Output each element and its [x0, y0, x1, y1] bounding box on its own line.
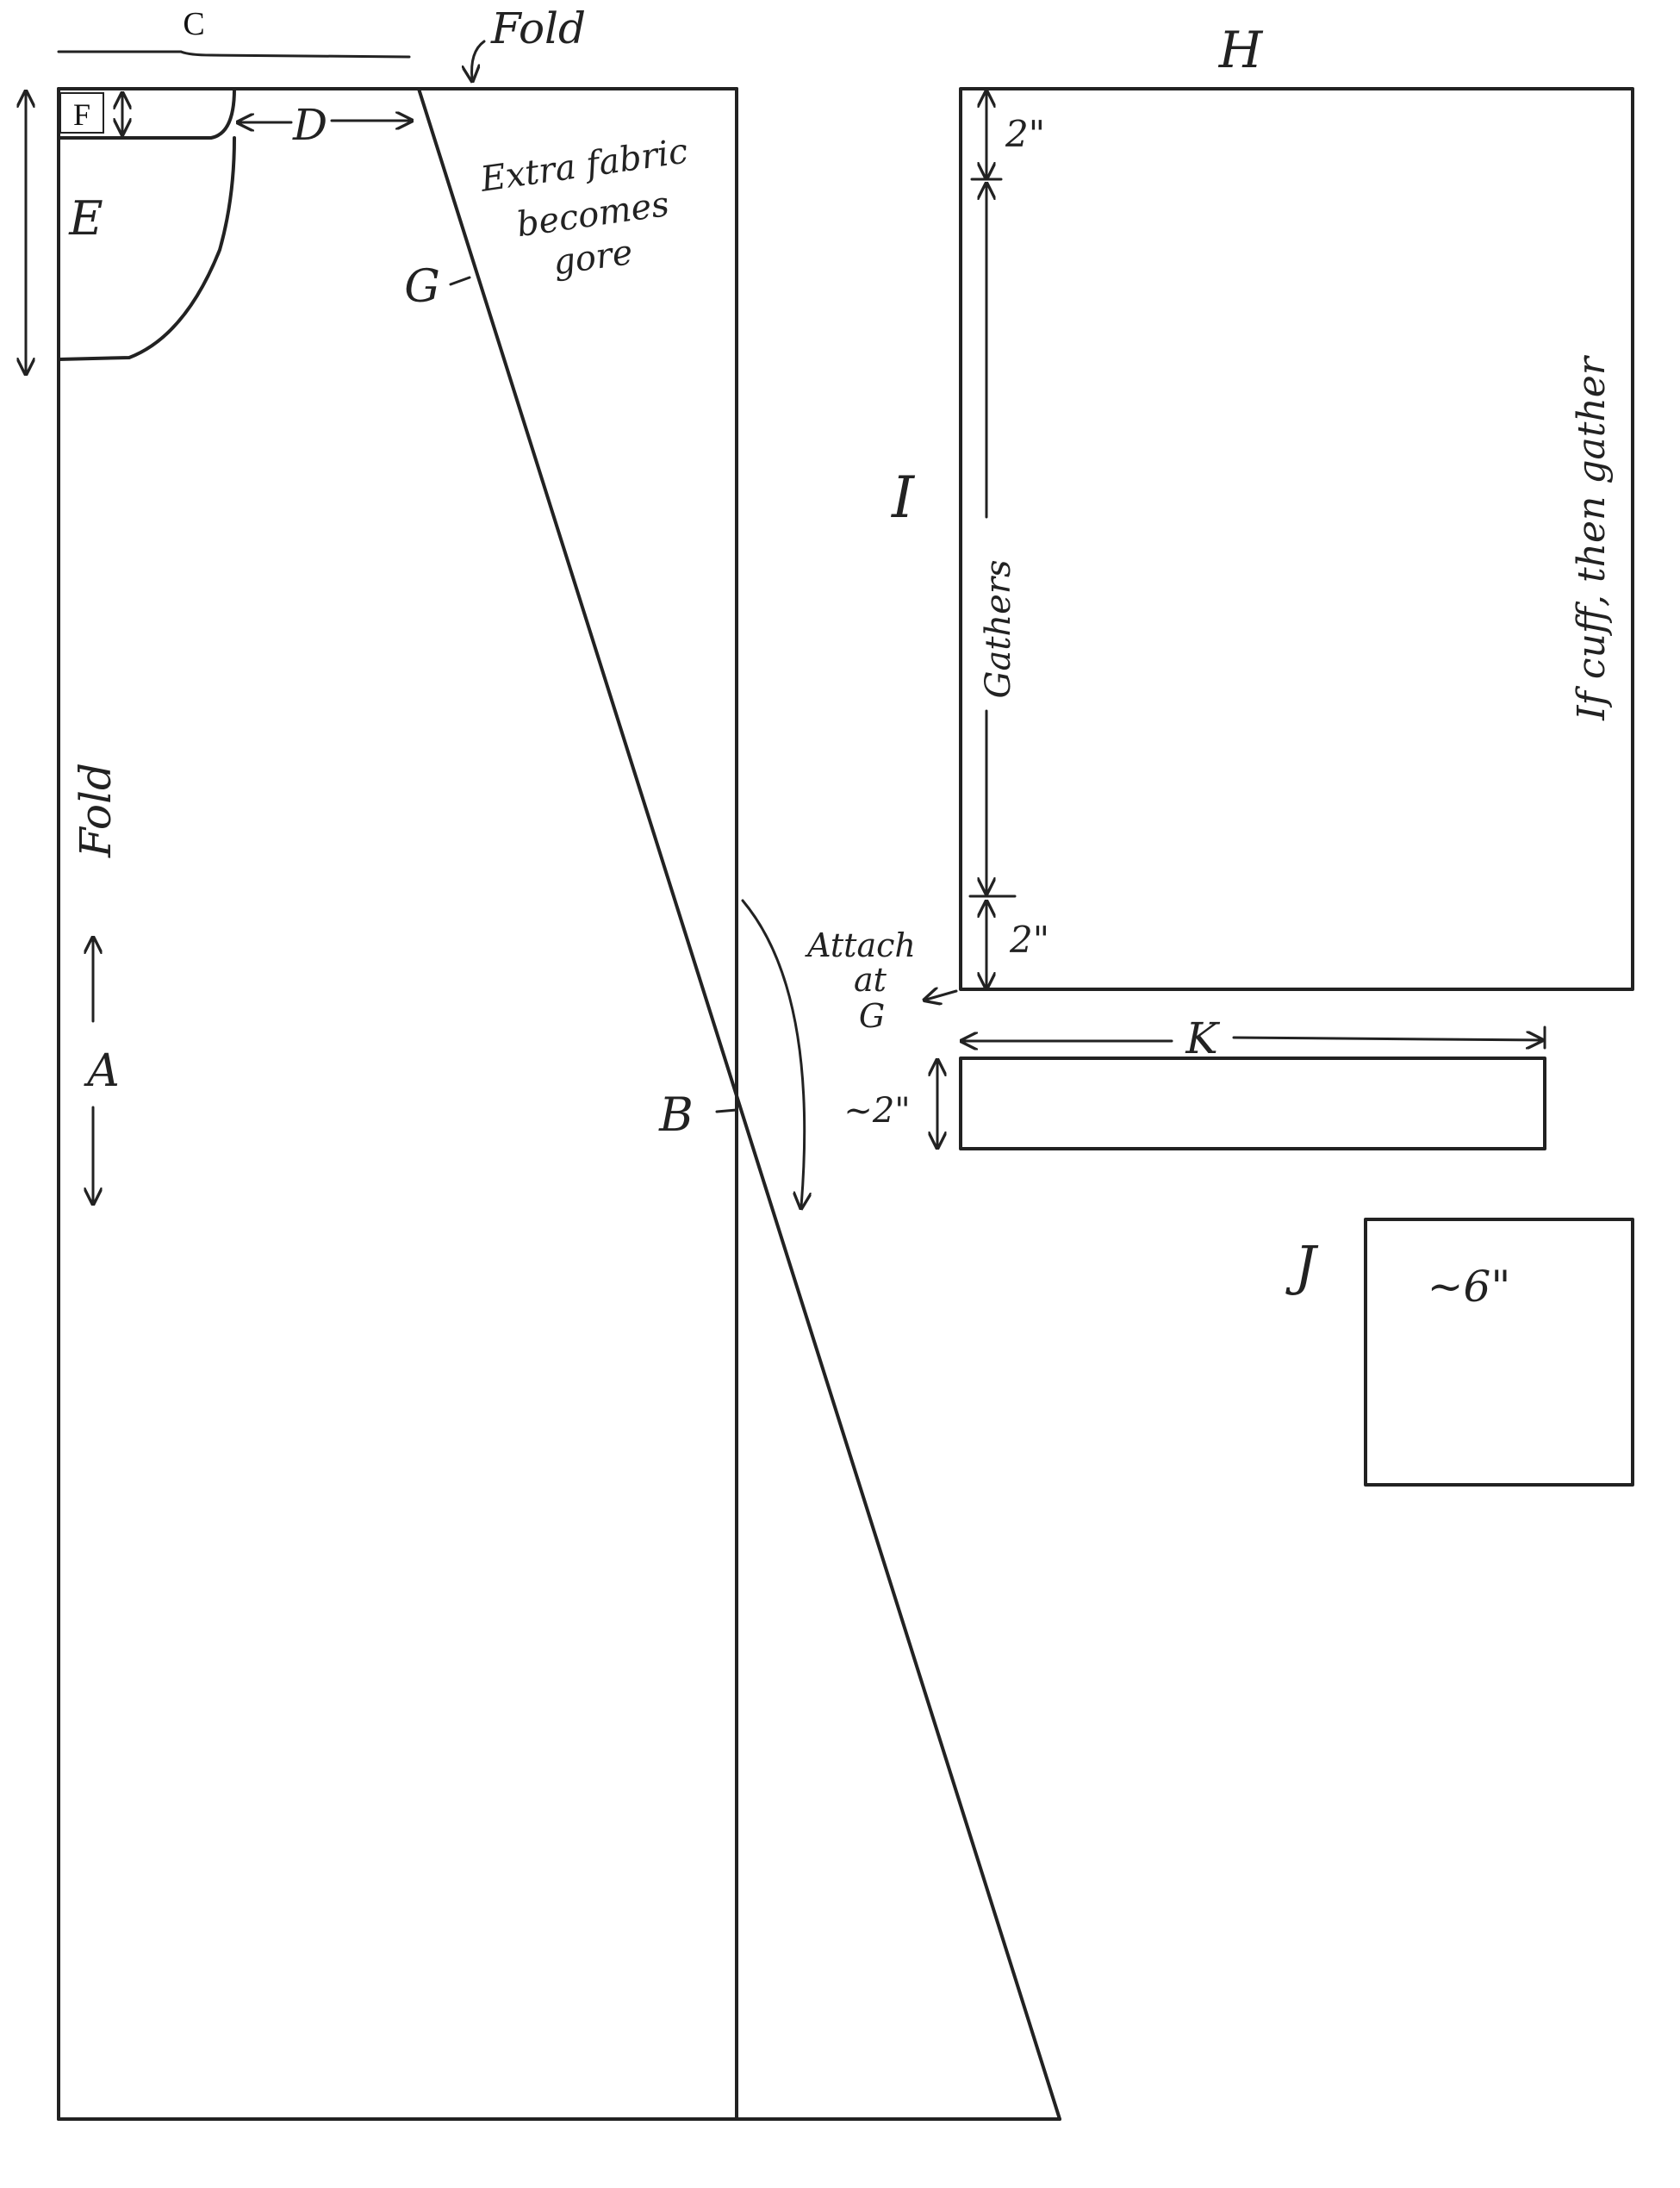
label-h: H	[1218, 21, 1264, 79]
label-fold-top: Fold	[490, 3, 586, 53]
attach-note: Attach at G	[805, 926, 958, 1035]
label-fold-side: Fold	[71, 763, 121, 858]
b-marker: B	[658, 1088, 738, 1142]
label-cuff-gather: If cuff, then gather	[1570, 354, 1614, 721]
gusset-rect	[1364, 1218, 1634, 1487]
label-f: F	[73, 97, 90, 132]
attach-curve-arrow	[741, 899, 805, 1206]
label-extra-2: becomes	[514, 184, 672, 245]
label-c: C	[183, 6, 204, 42]
cuff-rect	[959, 1057, 1546, 1150]
label-two-inch-top: 2"	[1005, 113, 1045, 155]
label-a: A	[84, 1045, 120, 1097]
sleeve-panel: H I 2" Gathers 2" If cuff, then gather	[891, 21, 1634, 991]
f-measure: F	[59, 93, 122, 133]
label-j: J	[1285, 1234, 1319, 1297]
e-measure: E	[26, 93, 103, 372]
neck-front-curve	[57, 136, 236, 361]
neck-back-curve	[57, 87, 236, 140]
label-attach-2: at	[854, 961, 887, 999]
g-marker: G	[404, 261, 471, 313]
cuff-band: K ~2"	[843, 1013, 1546, 1150]
label-approx-6: ~6"	[1428, 1262, 1511, 1312]
extra-fabric-note: Extra fabric becomes gore	[477, 132, 690, 284]
c-measure: C	[57, 6, 411, 59]
label-attach-3: G	[859, 997, 885, 1035]
label-two-inch-bottom: 2"	[1009, 919, 1049, 961]
neck-opening	[57, 87, 236, 361]
top-fold-note: Fold	[472, 3, 586, 79]
d-measure: D	[240, 100, 410, 150]
label-d: D	[292, 100, 327, 150]
gore-cut-line	[417, 87, 1061, 2121]
body-panel	[57, 87, 1061, 2121]
label-gathers: Gathers	[979, 560, 1018, 699]
label-i: I	[891, 464, 916, 531]
label-k: K	[1185, 1013, 1220, 1063]
side-fold-note: Fold A	[71, 763, 121, 1202]
label-g: G	[404, 261, 440, 313]
gusset: J ~6"	[1285, 1218, 1634, 1487]
label-attach-1: Attach	[805, 926, 916, 964]
label-extra-3: gore	[551, 233, 635, 283]
sleeve-rect	[959, 87, 1634, 991]
label-approx-2: ~2"	[843, 1091, 910, 1131]
label-b: B	[658, 1088, 694, 1142]
label-e: E	[68, 191, 103, 246]
